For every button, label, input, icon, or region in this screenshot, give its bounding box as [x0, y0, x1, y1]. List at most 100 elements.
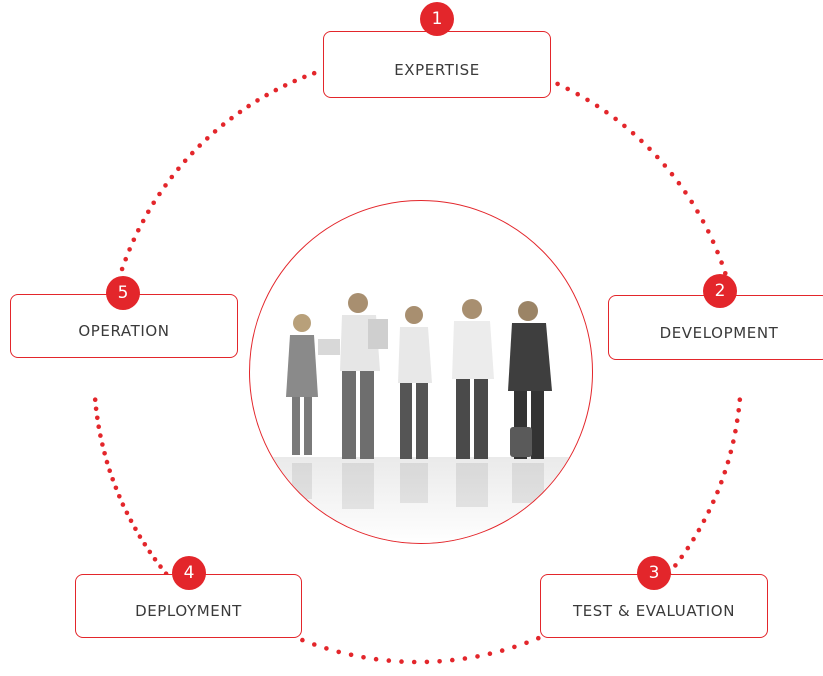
path-dot [639, 138, 644, 144]
path-dot [212, 129, 218, 134]
path-dot [104, 459, 110, 465]
path-dot [220, 122, 226, 127]
path-dot [282, 83, 288, 88]
path-dot [151, 200, 156, 206]
path-dot [701, 518, 707, 524]
path-dot [128, 518, 134, 524]
path-dot [710, 239, 716, 244]
step-1-box: EXPERTISE [323, 31, 551, 98]
path-dot [662, 163, 668, 168]
path-dot [399, 659, 404, 664]
path-dot [630, 131, 636, 136]
path-dot [669, 171, 675, 177]
center-photo-circle [249, 200, 593, 544]
path-dot [685, 545, 691, 551]
path-dot [117, 494, 122, 499]
path-dot [311, 70, 317, 76]
path-dot [140, 218, 146, 224]
step-label: DEVELOPMENT [659, 323, 779, 342]
path-dot [386, 658, 392, 663]
path-dot [647, 146, 652, 152]
path-dot [411, 659, 417, 665]
path-dot [95, 415, 100, 421]
path-dot [700, 219, 706, 224]
path-dot [176, 166, 181, 172]
path-dot [424, 659, 430, 665]
step-1-number-badge: 1 [420, 2, 454, 36]
path-dot [691, 536, 696, 542]
path-dot [237, 109, 243, 115]
path-dot [711, 499, 716, 505]
path-dot [706, 509, 712, 514]
path-dot [373, 656, 379, 662]
path-dot [731, 439, 736, 444]
path-dot [264, 92, 269, 98]
path-dot [683, 190, 688, 195]
path-dot [182, 158, 188, 164]
path-dot [622, 123, 627, 129]
path-dot [676, 180, 682, 186]
path-dot [475, 654, 480, 659]
path-dot [255, 98, 260, 103]
path-dot [679, 554, 684, 560]
path-dot [655, 154, 660, 160]
step-label: TEST & EVALUATION [572, 602, 736, 620]
path-dot [536, 635, 541, 641]
path-dot [136, 228, 141, 233]
path-dot [312, 642, 317, 647]
path-dot [123, 256, 128, 262]
path-dot [163, 183, 168, 188]
person-woman [286, 314, 340, 455]
path-dot [205, 136, 210, 141]
person-man-3 [452, 299, 494, 459]
path-dot [575, 91, 580, 97]
person-man-1 [340, 293, 388, 459]
path-dot [133, 526, 138, 532]
path-dot [706, 229, 711, 234]
path-dot [613, 116, 618, 122]
path-dot [604, 109, 609, 115]
path-dot [146, 209, 151, 215]
path-dot [96, 424, 101, 430]
path-dot [722, 469, 728, 475]
path-dot [324, 646, 329, 651]
step-5-number-badge: 5 [106, 276, 140, 310]
step-2-number-badge: 2 [703, 274, 737, 308]
path-dot [719, 260, 724, 265]
path-dot [302, 74, 307, 80]
path-dot [499, 648, 505, 653]
path-dot [127, 247, 132, 252]
path-dot [524, 640, 529, 646]
path-dot [158, 564, 163, 569]
path-dot [273, 87, 279, 93]
path-dot [246, 103, 251, 109]
step-label: EXPERTISE [394, 60, 480, 79]
business-people-photo-icon [250, 293, 592, 543]
path-dot [585, 97, 590, 103]
path-dot [229, 115, 234, 121]
step-label: OPERATION [78, 322, 170, 340]
path-dot [725, 459, 731, 465]
path-dot [689, 199, 694, 205]
path-dot [110, 477, 115, 482]
path-dot [131, 237, 137, 243]
path-dot [348, 652, 354, 658]
path-dot [93, 406, 99, 412]
path-dot [107, 468, 112, 474]
path-dot [734, 418, 740, 424]
path-dot [336, 649, 342, 655]
path-dot [300, 637, 305, 643]
path-dot [169, 174, 175, 180]
step-3-number-badge: 3 [637, 556, 671, 590]
path-dot [124, 510, 130, 516]
path-dot [92, 397, 98, 403]
path-dot [190, 150, 195, 156]
path-dot [695, 209, 700, 214]
path-dot [102, 451, 107, 456]
path-dot [100, 442, 105, 447]
path-dot [361, 655, 366, 660]
path-dot [736, 408, 741, 413]
path-dot [715, 249, 720, 255]
path-dot [157, 191, 162, 197]
path-dot [719, 479, 724, 485]
